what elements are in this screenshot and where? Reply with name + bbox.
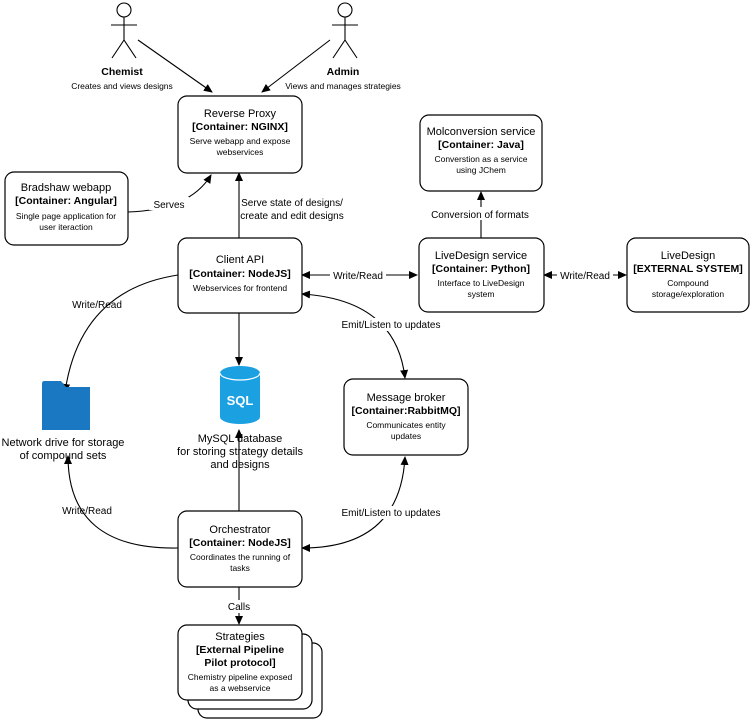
database-icon: SQL [219,366,261,424]
reverse-proxy-tech: [Container: NGINX] [192,121,288,133]
mysql-label-1: MySQL database [198,433,283,445]
client-api-desc-1: Webservices for frontend [193,283,288,293]
label-emit-listen-api: Emit/Listen to updates [342,320,441,331]
actor-admin: Admin Views and manages strategies [285,2,401,91]
livedesign-service-desc-1: Interface to LiveDesign [438,278,525,288]
container-livedesign-service: LiveDesign service [Container: Python] I… [418,237,545,313]
label-serves: Serves [153,200,184,211]
reverse-proxy-desc-2: webservices [216,147,264,157]
edge-api-broker [301,290,409,379]
webapp-tech: [Container: Angular] [15,195,117,207]
livedesign-service-tech: [Container: Python] [432,263,530,275]
label-serve-state-2: create and edit designs [240,211,343,222]
livedesign-service-desc-2: system [468,289,495,299]
mysql-label-3: and designs [210,459,270,471]
message-broker-desc-2: updates [391,431,421,441]
molconversion-desc-1: Converstion as a service [434,154,527,164]
edge-admin-proxy [261,39,331,93]
chemist-desc: Creates and views designs [71,81,173,91]
webapp-desc-2: user iteraction [39,222,93,232]
molconversion-tech: [Container: Java] [438,139,524,151]
client-api-box [177,237,303,314]
edge-chemist-proxy [137,39,213,93]
reverse-proxy-title: Reverse Proxy [204,108,277,120]
admin-desc: Views and manages strategies [285,81,401,91]
folder-icon [42,381,90,430]
edge-orch-drive [64,455,179,549]
livedesign-service-title: LiveDesign service [435,250,527,262]
actor-chemist: Chemist Creates and views designs [71,2,173,91]
client-api-tech: [Container: NodeJS] [189,268,291,280]
admin-name: Admin [327,66,360,78]
label-write-read-api-drive: Write/Read [72,300,122,311]
livedesign-external-box [626,237,750,313]
edge-labels: Serves Serve state of designs/ create an… [62,196,613,613]
message-broker-box [343,378,469,456]
livedesign-external-desc-2: storage/exploration [652,289,725,299]
livedesign-external-tech: [EXTERNAL SYSTEM] [633,263,742,275]
label-calls: Calls [228,602,250,613]
molconversion-desc-2: using JChem [456,165,506,175]
molconversion-box [419,114,543,192]
client-api-title: Client API [216,254,264,266]
orchestrator-tech: [Container: NodeJS] [189,537,291,549]
network-drive-label-2: of compound sets [20,450,107,462]
strategies-title: Strategies [215,631,265,643]
strategies-tech-2: Pilot protocol] [204,657,275,669]
store-mysql: SQL MySQL database for storing strategy … [177,366,303,471]
strategies-desc-2: as a webservice [210,683,271,693]
edge-orch-broker [301,456,409,552]
label-emit-listen-orch: Emit/Listen to updates [342,508,441,519]
livedesign-external-title: LiveDesign [661,250,715,262]
network-drive-label-1: Network drive for storage [2,437,125,449]
orchestrator-desc-2: tasks [230,563,250,573]
webapp-box [4,171,129,246]
strategies-box [177,624,303,701]
orchestrator-desc-1: Coordinates the running of [190,552,291,562]
label-write-read-ld-ext: Write/Read [560,271,610,282]
edge-api-drive [62,274,179,393]
livedesign-service-box [418,237,545,313]
label-conversion: Conversion of formats [431,210,529,221]
store-network-drive: Network drive for storage of compound se… [2,381,125,462]
reverse-proxy-box [177,95,303,174]
strategies-tech-1: [External Pipeline [196,644,284,656]
container-molconversion: Molconversion service [Container: Java] … [419,114,543,192]
container-message-broker: Message broker [Container:RabbitMQ] Comm… [343,378,469,456]
chemist-name: Chemist [101,66,143,78]
container-strategies: Strategies [External Pipeline Pilot prot… [177,624,323,719]
strategies-desc-1: Chemistry pipeline exposed [188,672,293,682]
container-orchestrator: Orchestrator [Container: NodeJS] Coordin… [177,510,303,588]
message-broker-desc-1: Communicates entity [366,420,446,430]
message-broker-tech: [Container:RabbitMQ] [351,405,460,417]
label-write-read-api-ld: Write/Read [333,271,383,282]
orchestrator-box [177,510,303,588]
container-client-api: Client API [Container: NodeJS] Webservic… [177,237,303,314]
reverse-proxy-desc-1: Serve webapp and expose [190,136,291,146]
container-reverse-proxy: Reverse Proxy [Container: NGINX] Serve w… [177,95,303,174]
molconversion-title: Molconversion service [427,126,536,138]
webapp-desc-1: Single page application for [16,211,116,221]
label-serve-state-1: Serve state of designs/ [241,198,343,209]
chemist-person-icon [111,2,137,59]
sql-icon-text: SQL [227,393,254,408]
message-broker-title: Message broker [367,392,446,404]
container-webapp: Bradshaw webapp [Container: Angular] Sin… [4,171,129,246]
container-livedesign-external: LiveDesign [EXTERNAL SYSTEM] Compound st… [626,237,750,313]
orchestrator-title: Orchestrator [209,524,270,536]
livedesign-external-desc-1: Compound [667,278,709,288]
webapp-title: Bradshaw webapp [21,182,112,194]
label-write-read-orch-drive: Write/Read [62,506,112,517]
admin-person-icon [332,2,358,59]
mysql-label-2: for storing strategy details [177,446,303,458]
